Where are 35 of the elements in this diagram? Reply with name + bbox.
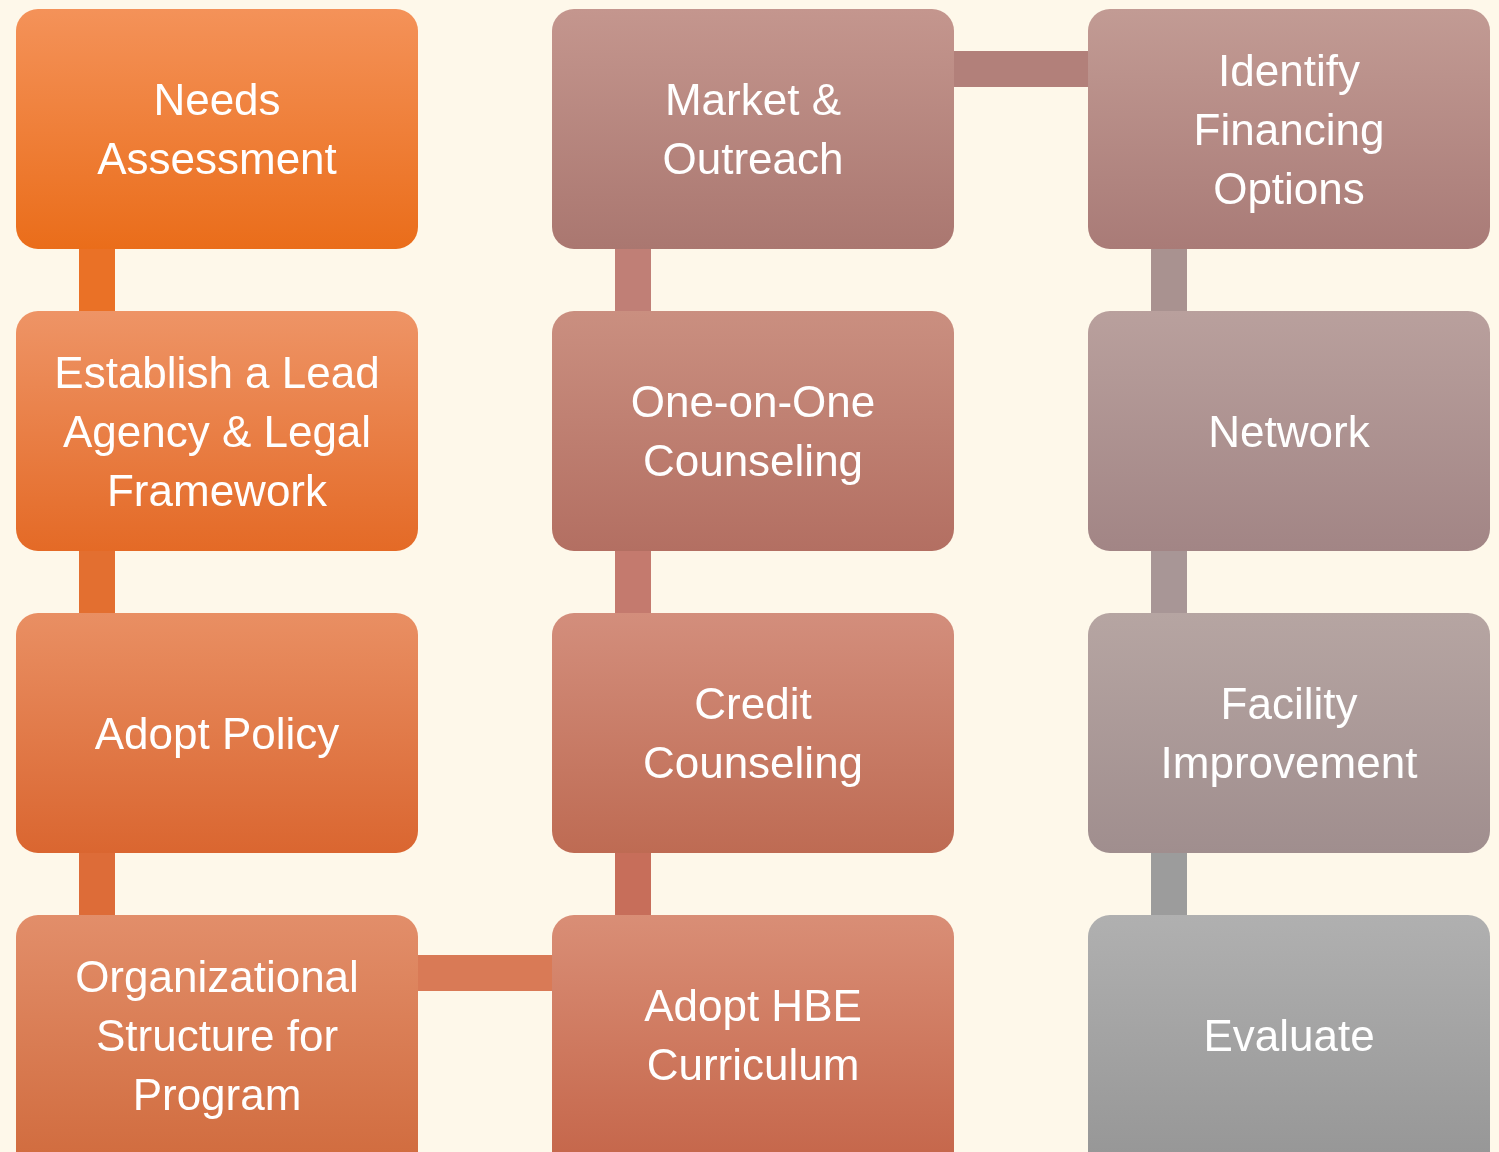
process-box	[552, 613, 954, 853]
box-label: Credit Counseling	[641, 678, 865, 789]
connector-bar	[418, 955, 552, 991]
process-box	[16, 613, 418, 853]
process-box	[1088, 915, 1490, 1152]
box-label: One-on-One Counseling	[629, 376, 877, 487]
connector-bar	[79, 551, 115, 613]
box-label: Facility Improvement	[1159, 678, 1419, 789]
box-label: Identify Financing Options	[1192, 44, 1386, 215]
box-label: Needs Assessment	[96, 74, 338, 185]
connector-bar	[954, 51, 1088, 87]
process-box	[16, 9, 418, 249]
process-box	[552, 915, 954, 1152]
process-box	[1088, 311, 1490, 551]
box-label: Organizational Structure for Program	[74, 950, 360, 1121]
process-box	[1088, 613, 1490, 853]
connector-bar	[79, 249, 115, 311]
box-label: Establish a Lead Agency & Legal Framework	[53, 346, 381, 517]
process-box	[1088, 9, 1490, 249]
box-label: Market & Outreach	[661, 74, 845, 185]
box-label: Adopt HBE Curriculum	[643, 980, 863, 1091]
connector-bar	[615, 551, 651, 613]
connector-bar	[1151, 249, 1187, 311]
process-box	[552, 9, 954, 249]
connector-bar	[1151, 551, 1187, 613]
box-label: Network	[1208, 405, 1370, 458]
connector-bar	[615, 249, 651, 311]
process-box	[16, 311, 418, 551]
box-label: Evaluate	[1203, 1009, 1375, 1062]
box-label: Adopt Policy	[94, 707, 340, 760]
connector-bar	[79, 853, 115, 915]
connector-bar	[615, 853, 651, 915]
connector-bar	[1151, 853, 1187, 915]
process-box	[16, 915, 418, 1152]
process-box	[552, 311, 954, 551]
